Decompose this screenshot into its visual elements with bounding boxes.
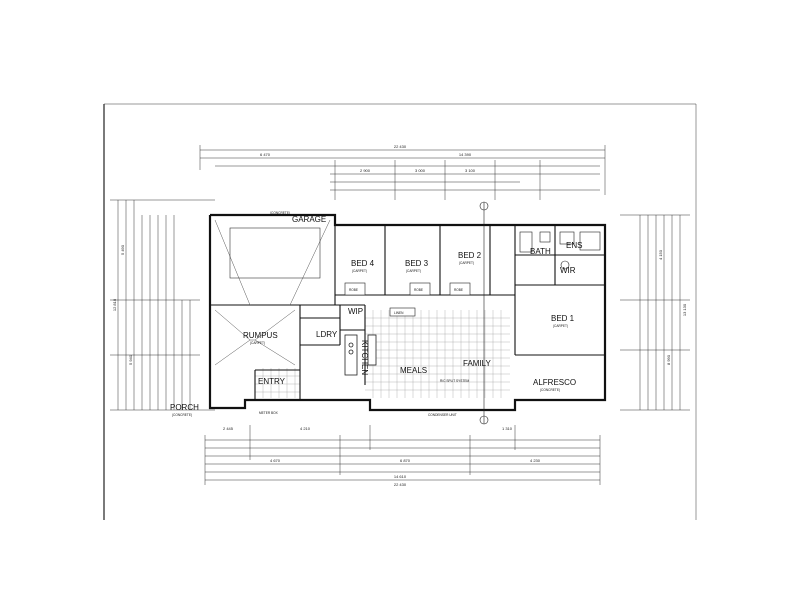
wip-label: WIP [348, 307, 363, 316]
bath-fixtures [519, 231, 601, 270]
dim-bottom-overall: 22 430 [394, 482, 407, 487]
room-labels: GARAGE (CONCRETE) BED 4 (CARPET) BED 3 (… [170, 211, 582, 417]
dim-porch-width: 2 445 [223, 426, 234, 431]
dim-bed2: 3 100 [465, 168, 476, 173]
dim-left-a: 5 490 [120, 244, 125, 255]
dim-bed3: 3 000 [415, 168, 426, 173]
bed2-label: BED 2 [458, 251, 482, 260]
bed4-label: BED 4 [351, 259, 375, 268]
entry-label: ENTRY [258, 377, 286, 386]
split-system-label: R/C SPLIT SYSTEM [440, 379, 470, 383]
dim-left-overall: 12 810 [112, 298, 117, 311]
robe-label-bed3: ROBE [414, 288, 423, 292]
dim-right-b: 8 990 [666, 354, 671, 365]
dimension-lines [110, 145, 690, 485]
bed1-note: (CARPET) [553, 324, 568, 328]
section-markers [479, 201, 489, 425]
dim-bottom-c: 4 230 [530, 458, 541, 463]
dim-garage-beds: 2 900 [360, 168, 371, 173]
dim-right-a: 4 150 [658, 249, 663, 260]
alfresco-label: ALFRESCO [533, 378, 576, 387]
ens-label: ENS [566, 241, 582, 250]
dim-bottom-house: 14 610 [394, 474, 407, 479]
family-label: FAMILY [463, 359, 492, 368]
porch-label: PORCH [170, 403, 199, 412]
dim-top-house: 14 390 [459, 152, 472, 157]
dim-bottom-b: 6 870 [400, 458, 411, 463]
porch-note: (CONCRETE) [172, 413, 192, 417]
dim-right-overall: 13 130 [682, 303, 687, 316]
meter-box-label: METER BOX [259, 411, 279, 415]
bath-label: BATH [530, 247, 551, 256]
condenser-label: CONDENSER UNIT [428, 413, 457, 417]
kitchen-bench [344, 334, 377, 376]
garage-label: GARAGE [292, 215, 326, 224]
dim-left-b: 5 940 [128, 354, 133, 365]
robe-label-bed4: ROBE [349, 288, 358, 292]
rumpus-note: (CARPET) [250, 341, 265, 345]
garage-note: (CONCRETE) [270, 211, 290, 215]
dim-bottom-a: 4 670 [270, 458, 281, 463]
dim-entry-width: 4 210 [300, 426, 311, 431]
linen-label: LINEN [394, 311, 404, 315]
robe-label-bed2: ROBE [454, 288, 463, 292]
rumpus-label: RUMPUS [243, 331, 278, 340]
kitchen-label: KITCHEN [360, 340, 369, 375]
bed3-label: BED 3 [405, 259, 429, 268]
dim-top-overall: 22 430 [394, 144, 407, 149]
meals-label: MEALS [400, 366, 427, 375]
robes [344, 282, 471, 317]
dim-family-width: 1 310 [502, 426, 513, 431]
alfresco-note: (CONCRETE) [540, 388, 560, 392]
dimension-labels: 22 430 14 390 6 470 2 900 3 000 3 100 22… [112, 144, 687, 487]
bed4-note: (CARPET) [352, 269, 367, 273]
garage-roof-lines [214, 219, 331, 366]
ldry-label: LDRY [316, 330, 338, 339]
dim-top-garage: 6 470 [260, 152, 271, 157]
wir-label: WIR [560, 266, 576, 275]
bed2-note: (CARPET) [459, 261, 474, 265]
fixture-labels: ROBE ROBE ROBE LINEN CONDENSER UNIT R/C … [259, 288, 470, 417]
bed3-note: (CARPET) [406, 269, 421, 273]
bed1-label: BED 1 [551, 314, 575, 323]
floor-tile-grid [255, 310, 510, 398]
